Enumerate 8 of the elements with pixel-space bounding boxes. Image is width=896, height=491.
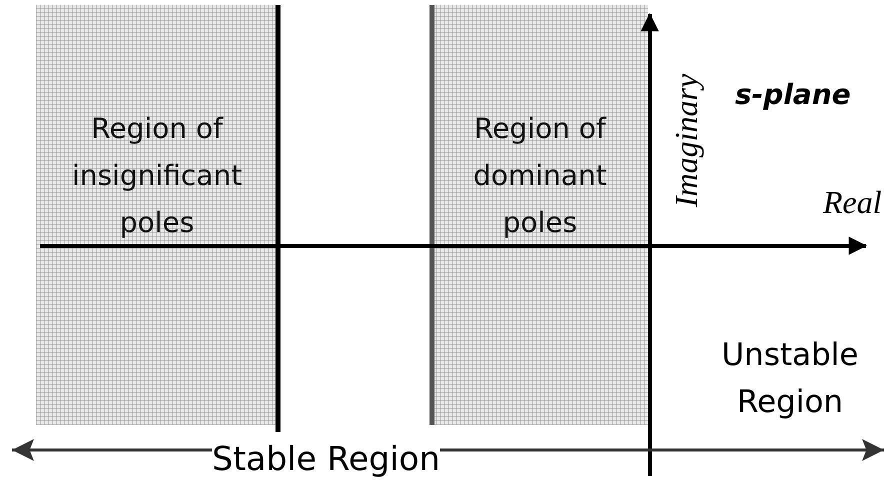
axis-label: Imaginary bbox=[668, 73, 705, 207]
shaded-region bbox=[36, 5, 278, 425]
shaded-region bbox=[432, 5, 648, 425]
region-label: Region of insignificant poles bbox=[70, 111, 244, 241]
axis-label: Real bbox=[823, 184, 882, 221]
region-label: Region of dominant poles bbox=[472, 111, 608, 241]
plane-label: s-plane bbox=[735, 78, 851, 111]
region-label: Unstable Region bbox=[720, 336, 860, 422]
